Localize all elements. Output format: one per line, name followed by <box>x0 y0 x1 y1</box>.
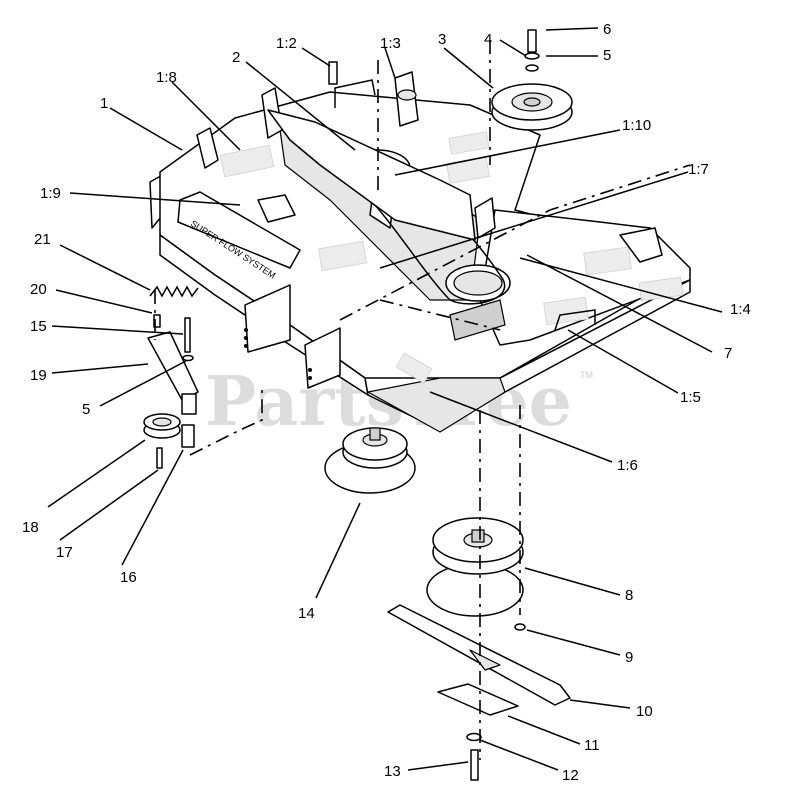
label-6: 6 <box>603 21 611 38</box>
label-11: 11 <box>584 737 600 754</box>
belt-shield-part-2 <box>267 109 476 241</box>
label-5-top: 5 <box>603 47 611 64</box>
leader-lines <box>47 27 723 771</box>
nut-part-9 <box>514 623 526 631</box>
label-7: 7 <box>724 345 732 362</box>
bolt-part-13 <box>470 749 479 781</box>
label-5-left: 5 <box>82 401 90 418</box>
label-14: 14 <box>298 605 315 622</box>
spindle-assembly-part-14 <box>324 427 416 494</box>
label-1-5: 1:5 <box>680 389 701 406</box>
label-12: 12 <box>562 767 579 784</box>
blade-spindle-part-8 <box>426 517 524 617</box>
label-17: 17 <box>56 544 73 561</box>
label-4: 4 <box>484 31 492 48</box>
label-10: 10 <box>636 703 653 720</box>
label-1-10: 1:10 <box>622 117 651 134</box>
label-16: 16 <box>120 569 137 586</box>
callout-labels: 1 1:2 1:3 1:4 1:5 1:6 1:7 1:8 1:9 1:10 2… <box>22 21 751 784</box>
watermark-trademark: TM <box>580 370 593 380</box>
mower-deck-housing: SUPER FLOW SYSTEM <box>149 71 691 433</box>
label-20: 20 <box>30 281 47 298</box>
idler-arm-assembly <box>143 285 199 469</box>
label-3: 3 <box>438 31 446 48</box>
label-1-2: 1:2 <box>276 35 297 52</box>
washer-part-12 <box>466 732 482 742</box>
label-21: 21 <box>34 231 51 248</box>
label-19: 19 <box>30 367 47 384</box>
idler-pulley-part-3 <box>491 83 573 131</box>
label-1-4: 1:4 <box>730 301 751 318</box>
label-1-3: 1:3 <box>380 35 401 52</box>
label-8: 8 <box>625 587 633 604</box>
label-1: 1 <box>100 95 108 112</box>
label-15: 15 <box>30 318 47 335</box>
label-13: 13 <box>384 763 401 780</box>
blade-plate-part-11 <box>437 683 519 716</box>
label-1-8: 1:8 <box>156 69 177 86</box>
bolt-1-2 <box>328 61 338 85</box>
label-1-7: 1:7 <box>688 161 709 178</box>
label-2: 2 <box>232 49 240 66</box>
bolt-and-washers-4-5-6 <box>524 29 540 72</box>
label-9: 9 <box>625 649 633 666</box>
label-18: 18 <box>22 519 39 536</box>
label-1-9: 1:9 <box>40 185 61 202</box>
label-1-6: 1:6 <box>617 457 638 474</box>
assembly-centerlines <box>154 40 691 760</box>
